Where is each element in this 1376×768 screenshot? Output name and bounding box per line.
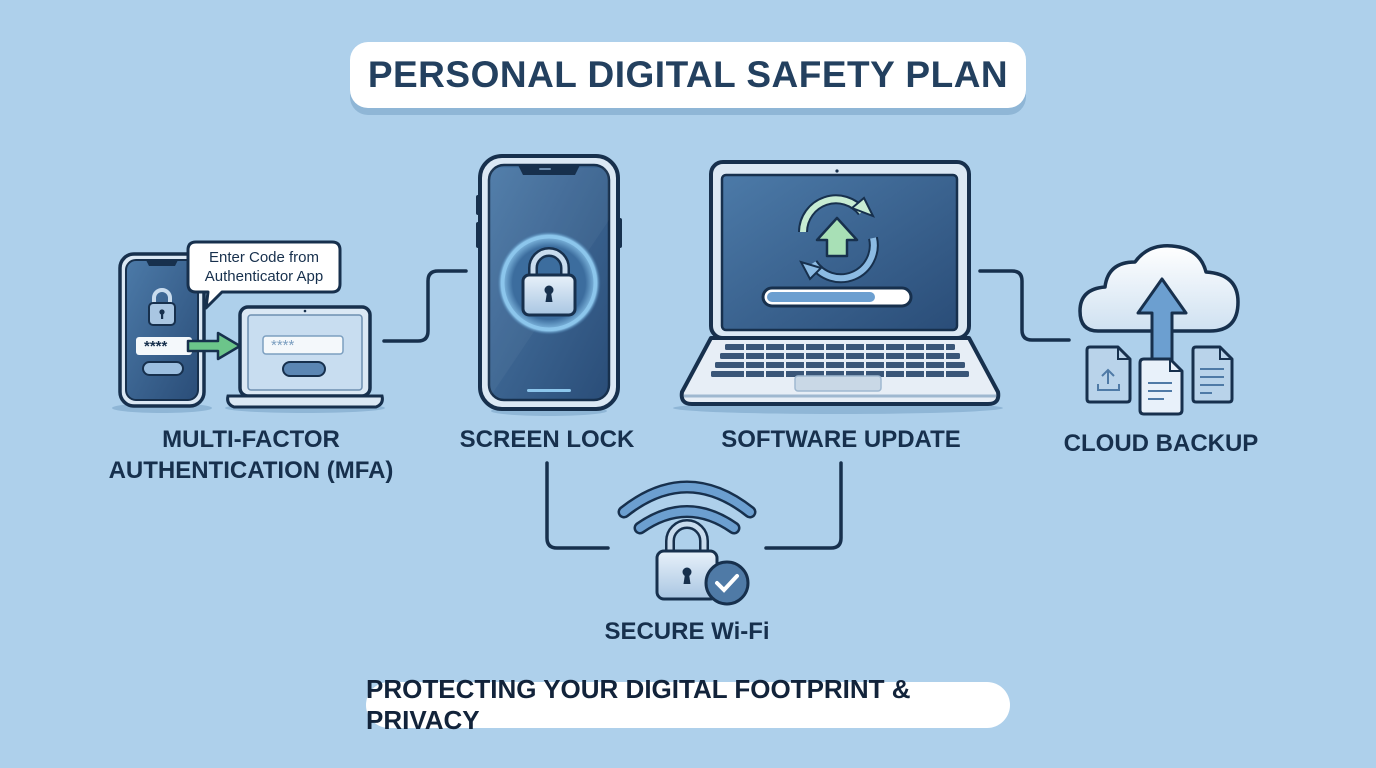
node-label-secure-wifi: SECURE Wi-Fi: [604, 618, 770, 645]
laptop-code-field: ****: [271, 337, 295, 354]
software-update-illustration: [673, 160, 1003, 414]
connector-update-to-wifi: [764, 461, 843, 550]
node-label-screen-lock: SCREEN LOCK: [459, 426, 635, 453]
mfa-illustration: [112, 240, 385, 413]
connector-lines: [382, 269, 1071, 550]
node-label-mfa: MULTI-FACTOR AUTHENTICATION (MFA): [90, 424, 412, 486]
speech-bubble: Enter Code from Authenticator App: [190, 248, 338, 286]
cloud-backup-illustration: [1078, 244, 1240, 416]
bubble-line-1: Enter Code from: [208, 249, 320, 266]
phone-code-field: ****: [144, 338, 168, 355]
node-label-cloud-backup: CLOUD BACKUP: [1063, 430, 1259, 457]
node-label-software-update: SOFTWARE UPDATE: [721, 426, 961, 453]
secure-wifi-illustration: [617, 480, 757, 606]
mfa-label-line-2: AUTHENTICATION (MFA): [108, 457, 394, 484]
bubble-line-2: Authenticator App: [204, 268, 324, 285]
title-banner: PERSONAL DIGITAL SAFETY PLAN: [350, 42, 1026, 108]
footer-tagline: PROTECTING YOUR DIGITAL FOOTPRINT & PRIV…: [366, 674, 911, 735]
mfa-label-line-1: MULTI-FACTOR: [162, 426, 340, 453]
connector-lock-to-wifi: [545, 461, 610, 550]
connector-update-to-cloud: [978, 269, 1071, 342]
page-title: PERSONAL DIGITAL SAFETY PLAN: [367, 54, 1009, 95]
footer-banner: PROTECTING YOUR DIGITAL FOOTPRINT & PRIV…: [366, 674, 1010, 735]
screen-lock-illustration: [476, 154, 622, 416]
connector-mfa-to-lock: [382, 269, 468, 343]
